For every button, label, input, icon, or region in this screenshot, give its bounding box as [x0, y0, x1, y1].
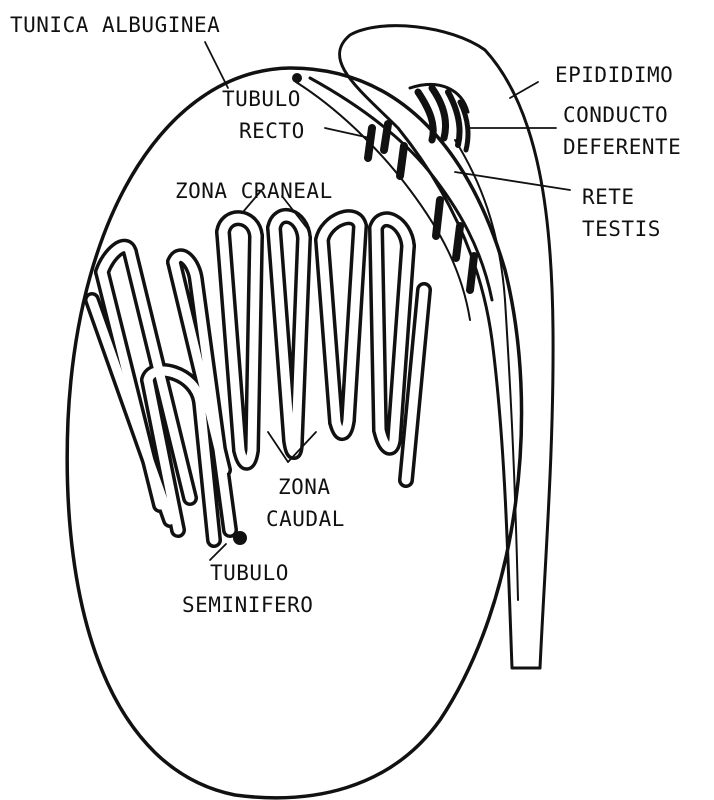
label-epididimo: EPIDIDIMO: [555, 63, 673, 87]
epididymis-inner-line: [455, 140, 518, 600]
label-conducto: CONDUCTO: [563, 103, 668, 127]
label-zona-caudal-1: ZONA: [278, 475, 331, 499]
label-rete: RETE: [582, 185, 635, 209]
label-tubulo-recto-2: RECTO: [239, 119, 305, 143]
rete-testis-end: [292, 73, 302, 83]
label-zona-caudal-2: CAUDAL: [266, 507, 345, 531]
label-tubulo-seminifero-2: SEMINIFERO: [182, 593, 313, 617]
label-testis: TESTIS: [582, 217, 661, 241]
label-tunica-albuginea: TUNICA ALBUGINEA: [10, 13, 220, 37]
label-tubulo-recto-1: TUBULO: [222, 87, 301, 111]
label-zona-craneal: ZONA CRANEAL: [175, 179, 333, 203]
label-tubulo-seminifero-1: TUBULO: [210, 561, 289, 585]
label-deferente: DEFERENTE: [563, 135, 681, 159]
